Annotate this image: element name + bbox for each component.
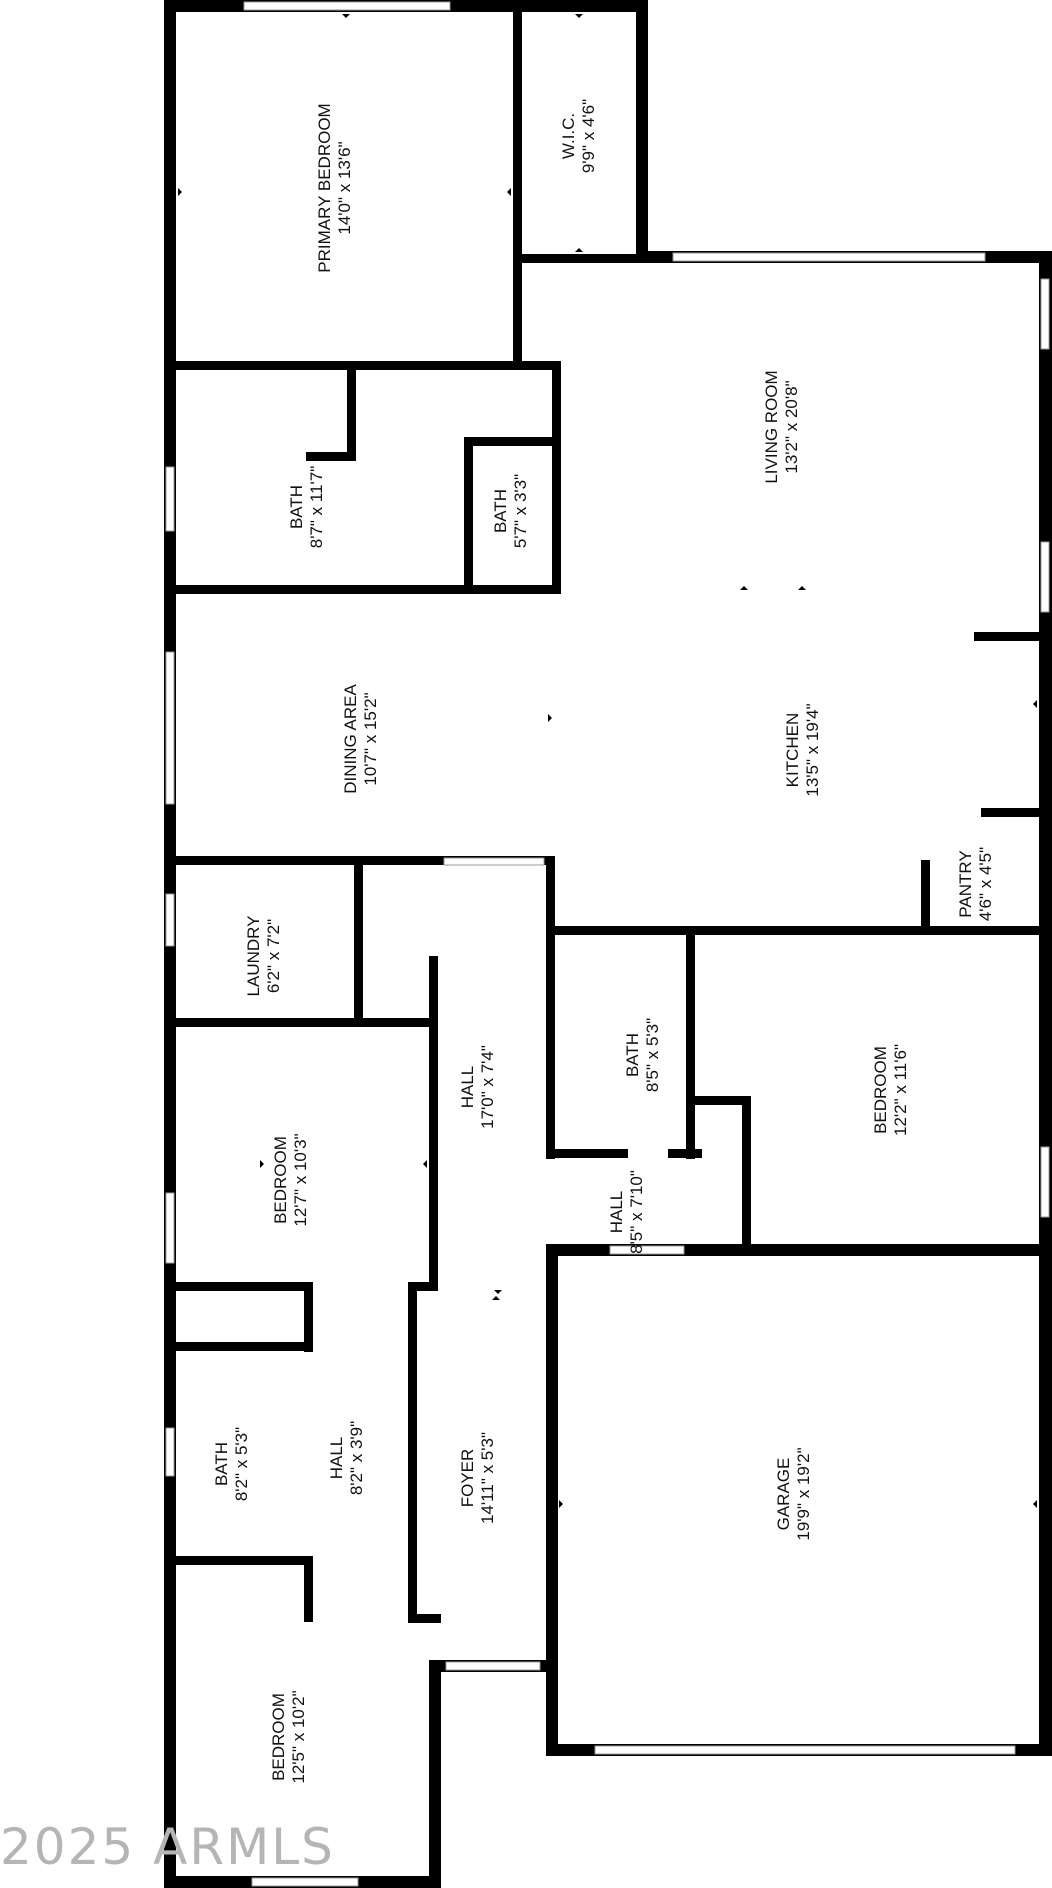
room-label-bath-mid: BATH8'5" x 5'3" <box>623 1018 662 1092</box>
room-label-kitchen: KITCHEN13'5" x 19'4" <box>783 703 822 796</box>
interior-walls <box>176 12 1039 1623</box>
room-label-bath-primary: BATH8'7" x 11'7" <box>287 466 326 549</box>
room-label-hall-west: HALL8'2" x 3'9" <box>327 1421 366 1495</box>
room-label-laundry: LAUNDRY6'2" x 7'2" <box>244 916 283 997</box>
room-label-pantry: PANTRY4'6" x 4'5" <box>956 847 995 921</box>
room-label-bedroom-west: BEDROOM12'7" x 10'3" <box>271 1133 310 1226</box>
room-label-bath-small: BATH5'7" x 3'3" <box>491 474 530 548</box>
room-label-bath-west: BATH8'2" x 5'3" <box>212 1427 251 1501</box>
room-label-hall-short: HALL8'5" x 7'10" <box>607 1170 646 1254</box>
measure-ticks <box>178 14 1037 1508</box>
room-label-primary-bedroom: PRIMARY BEDROOM14'0" x 13'6" <box>315 103 354 272</box>
watermark: 2025 ARMLS <box>0 1818 335 1876</box>
room-label-dining-area: DINING AREA10'7" x 15'2" <box>341 684 380 794</box>
room-label-hall-main: HALL17'0" x 7'4" <box>458 1045 497 1129</box>
windows <box>165 1 1050 1887</box>
room-label-bedroom-east: BEDROOM12'2" x 11'6" <box>871 1044 910 1136</box>
room-label-foyer: FOYER14'11" x 5'3" <box>458 1432 497 1524</box>
room-label-garage: GARAGE19'9" x 19'2" <box>774 1447 813 1540</box>
room-label-wic: W.I.C.9'9" x 4'6" <box>559 99 598 173</box>
room-label-bedroom-south: BEDROOM12'5" x 10'2" <box>269 1690 308 1783</box>
room-labels: PRIMARY BEDROOM14'0" x 13'6" W.I.C.9'9" … <box>212 99 995 1784</box>
room-label-living-room: LIVING ROOM13'2" x 20'8" <box>762 370 801 483</box>
exterior-walls <box>164 0 1052 1888</box>
